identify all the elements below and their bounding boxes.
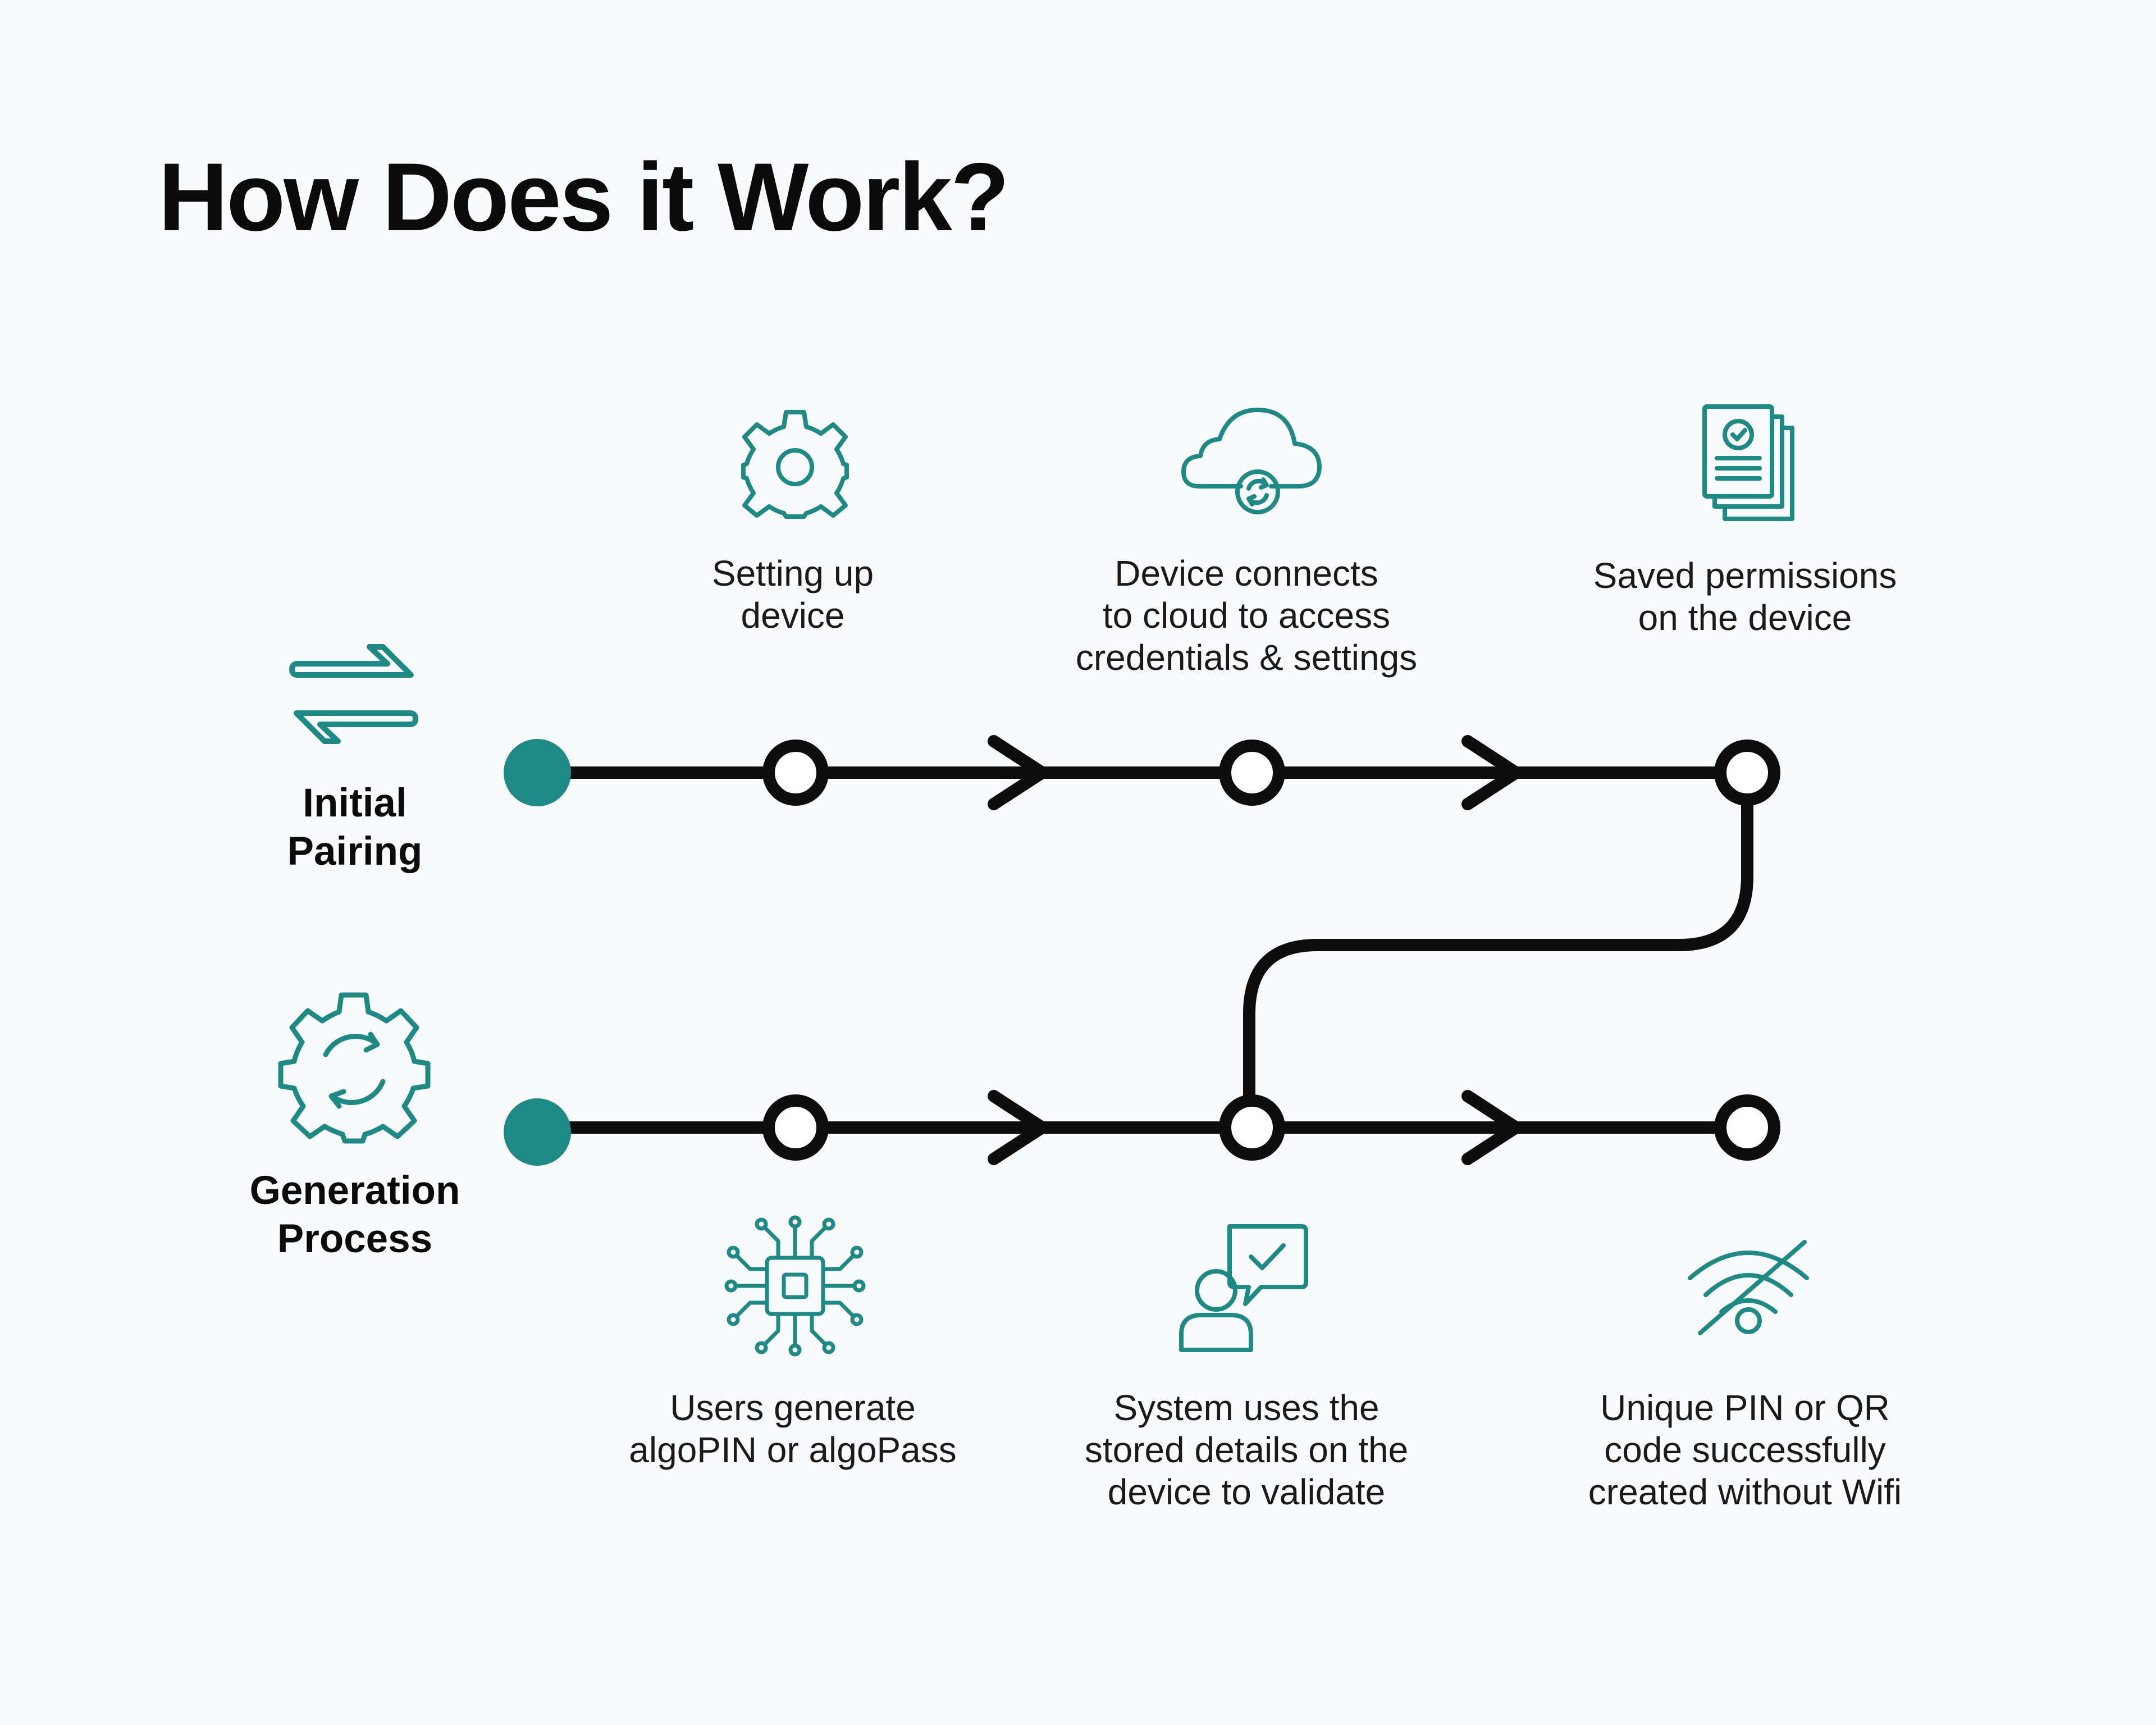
connector-line	[1243, 766, 1753, 1134]
arrow-chevron-icon	[1461, 735, 1522, 810]
arrow-chevron-icon	[988, 1090, 1048, 1165]
documents-check-icon	[1702, 404, 1794, 521]
start-node	[504, 739, 571, 806]
gear-icon	[741, 410, 849, 519]
step-node	[762, 1094, 829, 1161]
start-node	[504, 1098, 571, 1166]
arrow-chevron-icon	[988, 735, 1048, 810]
chip-icon	[724, 1215, 866, 1357]
step-node	[1219, 1094, 1285, 1161]
gear-cycle-icon	[278, 992, 431, 1144]
page-title: How Does it Work?	[158, 143, 1010, 251]
step-node	[1714, 740, 1780, 806]
cloud-sync-icon	[1181, 408, 1322, 514]
step-node	[762, 740, 829, 806]
step-node	[1219, 740, 1285, 806]
arrow-chevron-icon	[1461, 1090, 1522, 1165]
swap-arrows-icon	[289, 644, 418, 744]
user-chat-check-icon	[1179, 1224, 1308, 1352]
step-node	[1714, 1094, 1780, 1161]
wifi-off-icon	[1688, 1240, 1809, 1335]
